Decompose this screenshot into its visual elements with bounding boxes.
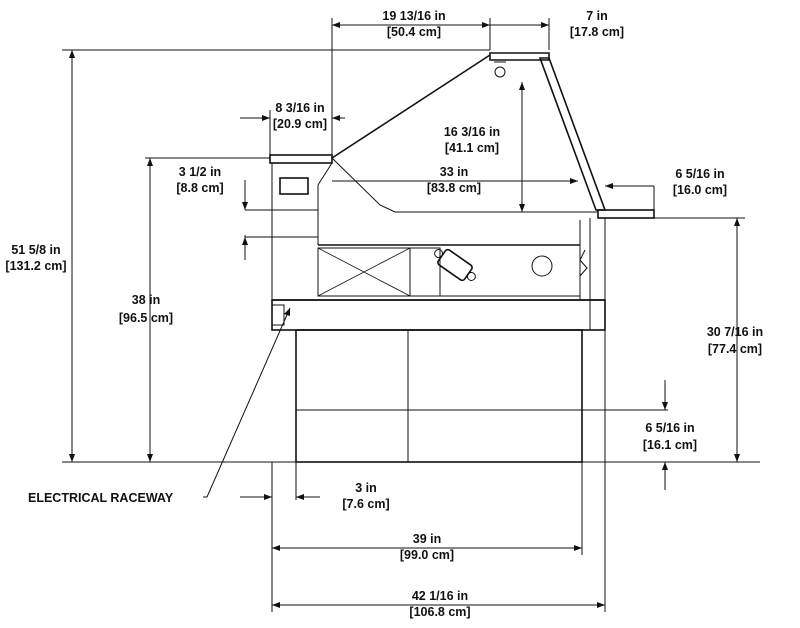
raceway-box [271,304,285,326]
front-glass [538,57,607,211]
dim-top-width-metric: [50.4 cm] [387,25,441,39]
dim-deck-depth-metric: [83.8 cm] [427,181,481,195]
dim-glass-height-metric: [41.1 cm] [445,141,499,155]
raceway-band [271,299,606,331]
dim-base-depth-imperial: 39 in [413,532,442,546]
dim-rear-offset-metric: [7.6 cm] [342,497,389,511]
light-fixture [494,66,506,78]
dim-deck-depth-imperial: 33 in [440,165,469,179]
dimension-labels: 19 13/16 in [50.4 cm] 7 in [17.8 cm] 8 3… [5,9,763,619]
rear-inner-wall [317,162,333,210]
rear-shelf [269,154,333,164]
dim-rear-height-imperial: 38 in [132,293,161,307]
drain-fitting [434,248,476,282]
round-port [531,255,553,277]
dim-rear-offset-imperial: 3 in [355,481,377,495]
dim-front-height-imperial: 30 7/16 in [707,325,763,339]
dim-rear-step-imperial: 3 1/2 in [179,165,221,179]
dimension-lines [69,22,740,608]
electrical-raceway-label: ELECTRICAL RACEWAY [28,491,174,505]
dim-front-ledge-imperial: 6 5/16 in [675,167,724,181]
dim-glass-height-imperial: 16 3/16 in [444,125,500,139]
dim-front-height-metric: [77.4 cm] [708,342,762,356]
dim-base-depth-metric: [99.0 cm] [400,548,454,562]
front-plumbing [579,249,588,277]
rear-glass-top [331,54,491,159]
dim-kick-height-metric: [16.1 cm] [643,438,697,452]
dim-rear-height-metric: [96.5 cm] [119,311,173,325]
base-cabinet [295,329,583,463]
dim-overall-depth-metric: [106.8 cm] [409,605,470,619]
dim-rear-step-metric: [8.8 cm] [176,181,223,195]
pan-cross-b [317,247,411,297]
control-panel [279,177,309,195]
dim-overall-height-metric: [131.2 cm] [5,259,66,273]
front-ledge [597,209,655,219]
dim-canopy-imperial: 7 in [586,9,608,23]
dim-kick-height-imperial: 6 5/16 in [645,421,694,435]
dim-rear-shelf-imperial: 8 3/16 in [275,101,324,115]
dim-top-width-imperial: 19 13/16 in [382,9,445,23]
dim-front-ledge-metric: [16.0 cm] [673,183,727,197]
dim-canopy-metric: [17.8 cm] [570,25,624,39]
dim-overall-height-imperial: 51 5/8 in [11,243,60,257]
dim-overall-depth-imperial: 42 1/16 in [412,589,468,603]
display-case [269,50,655,463]
dim-rear-shelf-metric: [20.9 cm] [273,117,327,131]
